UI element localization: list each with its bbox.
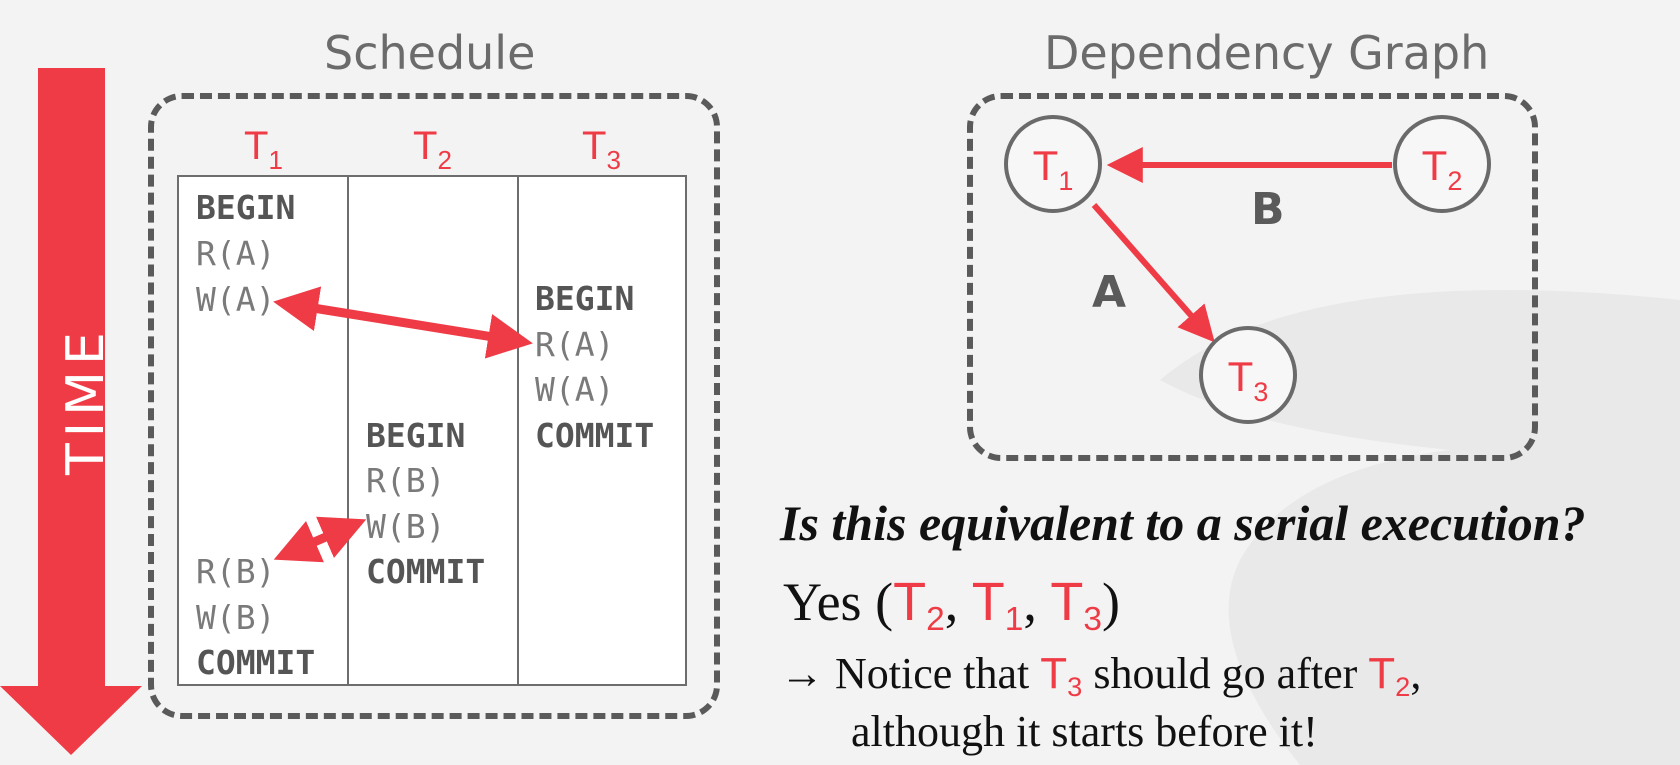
t1-op: R(B) [196, 552, 276, 591]
graph-title: Dependency Graph [1044, 26, 1490, 80]
graph-node-t2: T2 [1393, 115, 1491, 213]
t2-op: COMMIT [366, 552, 486, 591]
t1-op: W(A) [196, 280, 276, 319]
schedule-box [148, 93, 720, 719]
schedule-column-header: T2 [413, 124, 452, 175]
t3-op: BEGIN [535, 279, 635, 318]
t2-op: R(B) [366, 461, 446, 500]
schedule-table [177, 175, 687, 686]
arrow-bullet-icon: → [780, 649, 824, 698]
t3-op: W(A) [535, 370, 615, 409]
schedule-column-header: T3 [582, 124, 621, 175]
graph-node-t3: T3 [1199, 326, 1297, 424]
graph-node-t1: T1 [1004, 115, 1102, 213]
schedule-title: Schedule [324, 26, 536, 80]
time-label: TIME [56, 326, 116, 475]
t1-op: W(B) [196, 598, 276, 637]
graph-box [967, 93, 1538, 461]
time-arrow [0, 68, 142, 755]
column-divider [347, 177, 349, 684]
answer-text: Yes (T2, T1, T3) [783, 572, 1120, 639]
schedule-column-header: T1 [244, 124, 283, 175]
edge-label-a: A [1092, 267, 1127, 318]
t1-op: R(A) [196, 234, 276, 273]
note-text: → Notice that T3 should go after T2, alt… [780, 649, 1422, 756]
t2-op: BEGIN [366, 416, 466, 455]
t3-op: COMMIT [535, 416, 655, 455]
t2-op: W(B) [366, 507, 446, 546]
t1-op: BEGIN [196, 188, 296, 227]
question-text: Is this equivalent to a serial execution… [780, 495, 1586, 551]
column-divider [517, 177, 519, 684]
t1-op: COMMIT [196, 643, 316, 682]
edge-label-b: B [1251, 184, 1285, 235]
t3-op: R(A) [535, 325, 615, 364]
